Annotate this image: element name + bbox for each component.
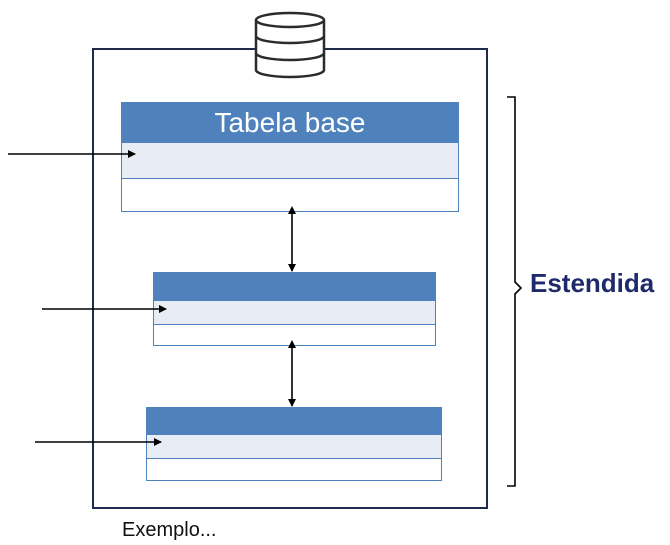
extension-table-2-header [147,408,441,435]
extension-table-1-header [154,273,435,301]
extension-table-2 [146,407,442,481]
base-table-title: Tabela base [122,103,458,143]
extension-table-2-row-shaded [147,435,441,459]
extension-table-2-row [147,459,441,479]
extension-table-1-row [154,325,435,344]
base-table-row-shaded [122,143,458,179]
base-table: Tabela base [121,102,459,212]
group-label: Estendida [530,268,655,298]
extension-table-1 [153,272,436,346]
base-table-row [122,179,458,210]
group-brace [507,96,523,487]
extension-table-1-row-shaded [154,301,435,325]
caption: Exemplo... [122,519,217,541]
